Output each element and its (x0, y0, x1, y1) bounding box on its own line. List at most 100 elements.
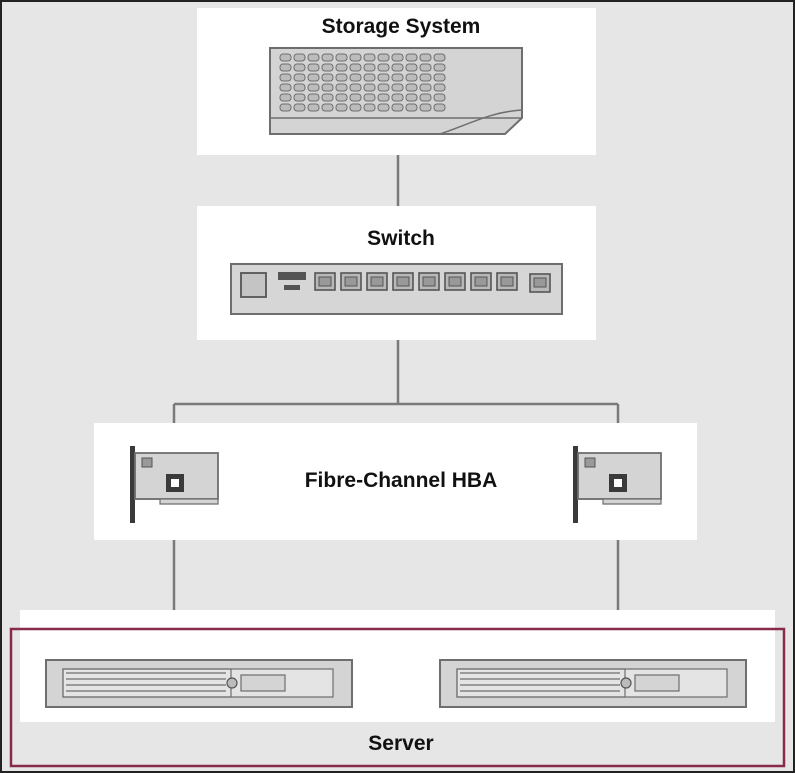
switch-label: Switch (367, 227, 435, 250)
switch-port-socket (448, 276, 462, 287)
drive-slot-icon (363, 93, 376, 102)
drive-slot-icon (349, 63, 362, 72)
drive-slot-icon (405, 103, 418, 112)
drive-slot-icon (279, 83, 292, 92)
drive-slot-icon (335, 63, 348, 72)
drive-slot-icon (335, 83, 348, 92)
switch-status-led-icon (278, 272, 306, 280)
switch-ports (314, 272, 518, 291)
switch-port-socket (474, 276, 488, 287)
drive-slot-icon (433, 93, 446, 102)
drive-slot-icon (293, 73, 306, 82)
switch-console-port-icon (240, 272, 267, 298)
drive-slot-icon (321, 63, 334, 72)
drive-slot-icon (419, 83, 432, 92)
drive-slot-icon (391, 93, 404, 102)
server-section: Server (9, 610, 786, 768)
drive-slot-icon (419, 63, 432, 72)
drive-slot-icon (279, 103, 292, 112)
switch-port-socket (500, 276, 514, 287)
drive-slot-icon (307, 93, 320, 102)
drive-slot-icon (377, 63, 390, 72)
drive-slot-icon (405, 53, 418, 62)
drive-slot-icon (349, 73, 362, 82)
drive-slot-icon (279, 53, 292, 62)
storage-array-icon (269, 47, 523, 135)
drive-slot-icon (433, 83, 446, 92)
server-power-button-icon (620, 677, 632, 689)
drive-slot-icon (391, 53, 404, 62)
drive-slot-icon (377, 93, 390, 102)
drive-slot-icon (405, 63, 418, 72)
drive-slot-icon (293, 83, 306, 92)
drive-slot-icon (307, 83, 320, 92)
drive-slot-icon (349, 93, 362, 102)
drive-slot-icon (419, 73, 432, 82)
drive-slot-icon (307, 63, 320, 72)
drive-slot-icon (335, 103, 348, 112)
drive-slot-icon (377, 73, 390, 82)
drive-slot-icon (293, 93, 306, 102)
hba-card-icon (130, 446, 219, 523)
server-label: Server (368, 732, 433, 755)
drive-slot-icon (433, 63, 446, 72)
drive-slot-icon (363, 83, 376, 92)
drive-slot-icon (363, 63, 376, 72)
drive-slot-icon (307, 103, 320, 112)
server-power-button-icon (226, 677, 238, 689)
drive-slot-icon (377, 103, 390, 112)
drive-slot-icon (349, 83, 362, 92)
switch-port-socket (396, 276, 410, 287)
drive-slot-icon (293, 63, 306, 72)
network-switch-icon (230, 263, 563, 315)
hba-card-icon (573, 446, 662, 523)
drive-slot-icon (419, 53, 432, 62)
drive-slot-icon (321, 93, 334, 102)
hba-section: Fibre-Channel HBA (94, 423, 697, 540)
drive-slot-icon (321, 103, 334, 112)
hba-label: Fibre-Channel HBA (305, 469, 498, 492)
rack-server-icon (45, 659, 353, 708)
drive-slot-icon (433, 103, 446, 112)
storage-system-section: Storage System (197, 8, 596, 155)
drive-slot-icon (293, 53, 306, 62)
drive-slot-icon (335, 53, 348, 62)
drive-slot-icon (279, 63, 292, 72)
drive-slot-icon (307, 53, 320, 62)
drive-slot-icon (335, 93, 348, 102)
switch-port-socket (344, 276, 358, 287)
drive-slot-icon (335, 73, 348, 82)
rack-server-icon (439, 659, 747, 708)
drive-slot-icon (279, 73, 292, 82)
drive-slot-icon (391, 73, 404, 82)
drive-slot-icon (363, 103, 376, 112)
drive-slot-icon (419, 93, 432, 102)
drive-slot-icon (363, 73, 376, 82)
switch-port-socket (318, 276, 332, 287)
drive-slot-icon (391, 83, 404, 92)
drive-slot-icon (321, 53, 334, 62)
drive-slot-icon (293, 103, 306, 112)
drive-slot-icon (321, 83, 334, 92)
drive-slot-icon (349, 53, 362, 62)
switch-status-led-icon (284, 285, 300, 290)
drive-slot-icon (377, 83, 390, 92)
drive-slots (279, 53, 446, 112)
drive-slot-icon (405, 83, 418, 92)
server-border (9, 627, 786, 768)
drive-slot-icon (391, 103, 404, 112)
drive-slot-icon (279, 93, 292, 102)
drive-slot-icon (405, 73, 418, 82)
drive-slot-icon (321, 73, 334, 82)
drive-slot-icon (433, 73, 446, 82)
switch-section: Switch (197, 206, 596, 340)
switch-port-socket (370, 276, 384, 287)
drive-slot-icon (405, 93, 418, 102)
drive-slot-icon (419, 103, 432, 112)
drive-slot-icon (363, 53, 376, 62)
drive-slot-icon (433, 53, 446, 62)
drive-slot-icon (377, 53, 390, 62)
drive-slot-icon (391, 63, 404, 72)
drive-slot-icon (349, 103, 362, 112)
